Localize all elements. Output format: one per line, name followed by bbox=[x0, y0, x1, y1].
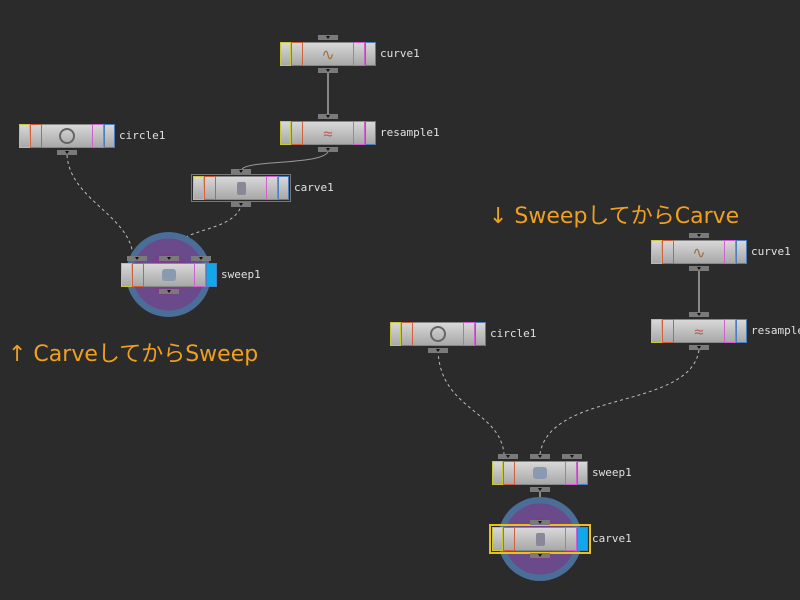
node-label: circle1 bbox=[119, 129, 166, 142]
output-port[interactable] bbox=[428, 348, 448, 353]
input-port[interactable] bbox=[231, 169, 251, 174]
resample-icon: ≈ bbox=[323, 123, 333, 143]
carve-icon bbox=[236, 181, 246, 195]
wire-resample-sweep-right bbox=[539, 349, 700, 455]
input-port[interactable] bbox=[530, 454, 550, 459]
wire-circle-sweep bbox=[66, 154, 134, 257]
node-sweep1[interactable] bbox=[121, 256, 217, 294]
input-port[interactable] bbox=[318, 114, 338, 119]
node-curve1[interactable]: ∿ bbox=[280, 35, 376, 73]
input-port[interactable] bbox=[562, 454, 582, 459]
output-port[interactable] bbox=[231, 202, 251, 207]
output-port[interactable] bbox=[159, 289, 179, 294]
node-sweep1[interactable] bbox=[492, 454, 588, 492]
annotation-carve-then-sweep: ↑ CarveしてからSweep bbox=[8, 342, 259, 367]
output-port[interactable] bbox=[318, 68, 338, 73]
output-port[interactable] bbox=[57, 150, 77, 155]
wire-resample-carve bbox=[241, 151, 329, 170]
input-port[interactable] bbox=[689, 233, 709, 238]
node-label: circle1 bbox=[490, 327, 537, 340]
input-port[interactable] bbox=[159, 256, 179, 261]
wire-circle-sweep-right bbox=[437, 349, 505, 455]
node-carve1[interactable] bbox=[489, 520, 591, 558]
display-flag[interactable] bbox=[577, 527, 588, 551]
carve-icon bbox=[535, 532, 545, 546]
node-resample1[interactable]: ≈ bbox=[280, 114, 376, 152]
circle-icon bbox=[430, 326, 446, 342]
input-port[interactable] bbox=[127, 256, 147, 261]
node-label: resample1 bbox=[380, 126, 440, 139]
output-port[interactable] bbox=[318, 147, 338, 152]
circle-icon bbox=[59, 128, 75, 144]
node-curve1[interactable]: ∿ bbox=[651, 233, 747, 271]
node-label: sweep1 bbox=[221, 268, 261, 281]
curve-icon: ∿ bbox=[692, 242, 706, 262]
sweep-icon bbox=[162, 269, 176, 281]
node-label: sweep1 bbox=[592, 466, 632, 479]
input-port[interactable] bbox=[498, 454, 518, 459]
sweep-icon bbox=[533, 467, 547, 479]
resample-icon: ≈ bbox=[694, 321, 704, 341]
output-port[interactable] bbox=[530, 553, 550, 558]
output-port[interactable] bbox=[689, 266, 709, 271]
node-label: carve1 bbox=[592, 532, 632, 545]
node-label: curve1 bbox=[751, 245, 791, 258]
curve-icon: ∿ bbox=[321, 44, 335, 64]
input-port[interactable] bbox=[318, 35, 338, 40]
node-circle1[interactable] bbox=[390, 322, 486, 353]
node-label: curve1 bbox=[380, 47, 420, 60]
output-port[interactable] bbox=[530, 487, 550, 492]
node-resample1[interactable]: ≈ bbox=[651, 312, 747, 350]
node-label: carve1 bbox=[294, 181, 334, 194]
display-flag[interactable] bbox=[206, 263, 217, 287]
input-port[interactable] bbox=[191, 256, 211, 261]
node-label: resample1 bbox=[751, 324, 800, 337]
annotation-sweep-then-carve: ↓ SweepしてからCarve bbox=[489, 204, 740, 229]
output-port[interactable] bbox=[689, 345, 709, 350]
node-carve1[interactable] bbox=[191, 169, 291, 207]
input-port[interactable] bbox=[530, 520, 550, 525]
node-circle1[interactable] bbox=[19, 124, 115, 155]
input-port[interactable] bbox=[689, 312, 709, 317]
